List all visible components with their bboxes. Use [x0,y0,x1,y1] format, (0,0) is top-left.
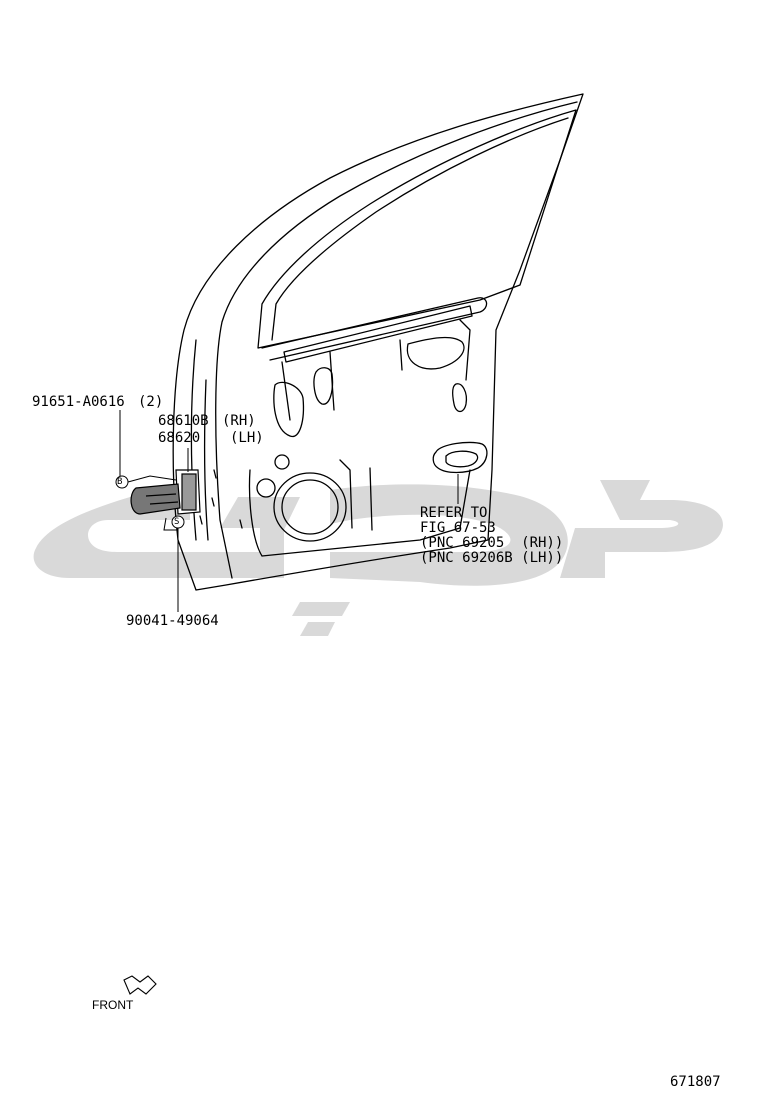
door-check-part [130,469,201,515]
marker-s-circle [171,515,185,529]
handle-ref-line4: (PNC 69206B (LH)) [420,550,564,566]
watermark-shapes [33,480,723,636]
marker-circles [115,475,185,529]
inside-handle [432,441,488,474]
watermark-dot-2 [300,622,335,636]
front-arrow-icon [123,975,157,995]
figure-number: 671807 [670,1074,721,1090]
marker-b-label: B [117,477,123,487]
screw-quantity: (2) [138,394,164,410]
door-check-rh-number: 68610B [158,413,209,429]
leader-screw-to-part [127,475,177,483]
door-check-plate [181,473,197,511]
handle-ref-line3: (PNC 69205 (RH)) [420,535,564,551]
hinge-edge-lines [190,339,209,541]
panel-opening-2 [313,367,334,405]
inner-panel-lower [248,459,471,557]
marker-b-circle [115,475,129,489]
speaker-outer [273,472,347,542]
watermark-left-wing [33,497,301,578]
handle-ref-line2: FIG 67-53 [420,520,496,536]
handle-ref-line1: REFER TO [420,505,488,521]
speaker-hole [256,478,276,498]
watermark-right-hook [560,480,723,578]
leader-lines [119,410,459,612]
door-check-lh-number: 68620 [158,430,201,446]
marker-s-label: S [174,517,180,527]
window-channel-inner [271,117,569,341]
door-check-lh-side: (LH) [230,430,264,446]
watermark-dot-1 [292,602,350,616]
panel-marks [199,469,243,529]
door-check-bracket [145,493,179,505]
panel-opening-3 [406,336,465,370]
speaker-inner [281,479,339,535]
panel-opening-4 [452,383,468,413]
panel-opening-1 [273,381,305,438]
belt-line [261,297,488,361]
inner-panel-top [281,319,471,421]
inside-handle-inner [445,450,479,468]
front-label: FRONT [92,998,134,1012]
leader-bolt-to-part [163,517,178,531]
door-check-rh-side: (RH) [222,413,256,429]
door-outer-frame [172,93,584,591]
speaker-hole-2 [274,454,290,470]
bolt-part-number: 90041-49064 [126,613,219,629]
door-check-arm [130,483,181,515]
screw-part-number: 91651-A0616 [32,394,125,410]
window-channel-outer [257,109,577,349]
belt-molding [283,305,473,363]
door-inner-frame [215,101,578,579]
watermark-middle-loop [330,484,568,586]
